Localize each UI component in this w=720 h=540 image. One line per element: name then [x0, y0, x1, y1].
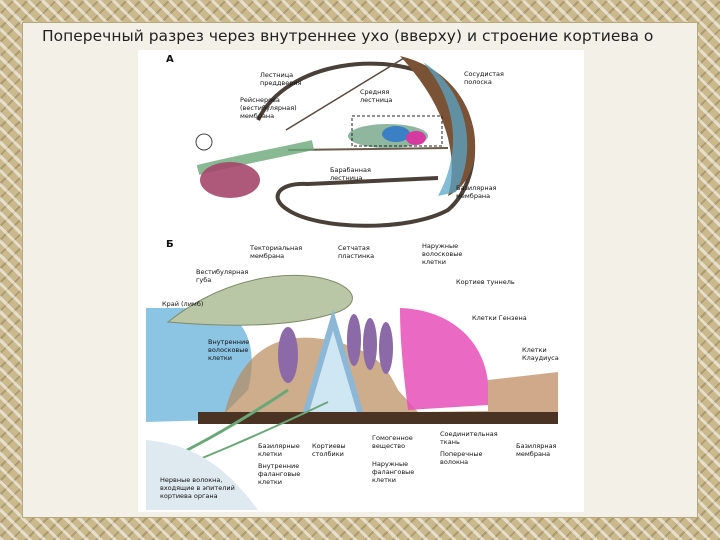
label-reticular-2: пластинка: [338, 252, 374, 260]
label-inner-hair-2: волосковые: [208, 346, 248, 354]
label-outer-hair-2: волосковые: [422, 250, 462, 258]
label-scala-vestibuli: Лестница: [260, 71, 293, 79]
label-outer-phalangeal-3: клетки: [372, 476, 396, 484]
outer-hair-cell-2: [363, 318, 377, 370]
label-pillars: Кортиевы: [312, 442, 346, 450]
label-stria: Сосудистая: [464, 70, 504, 78]
label-homogeneous: Гомогенное: [372, 434, 413, 442]
label-stria-2: полоска: [464, 78, 492, 86]
label-claudius-2: Клаудиуса: [522, 354, 559, 362]
label-homogeneous-2: вещество: [372, 442, 405, 450]
label-tectorial: Текториальная: [249, 244, 302, 252]
outer-hair-cell-3: [379, 322, 393, 374]
label-inner-phalangeal-2: фаланговые: [258, 470, 300, 478]
label-outer-phalangeal-2: фаланговые: [372, 468, 414, 476]
label-outer-hair: Наружные: [422, 242, 458, 250]
label-basilar-b: Базилярная: [516, 442, 557, 450]
label-reissner-3: мембрана: [240, 112, 274, 120]
bone-mark: [196, 134, 212, 150]
label-basal-cells: Базилярные: [258, 442, 300, 450]
label-scala-media-2: лестница: [360, 96, 392, 104]
label-reissner: Рейснерова: [240, 96, 280, 104]
hensen-small: [406, 131, 426, 145]
label-nerve-3: кортиева органа: [160, 492, 218, 500]
label-inner-phalangeal-3: клетки: [258, 478, 282, 486]
hair-cells-small: [382, 126, 410, 142]
label-transverse-2: волокна: [440, 458, 468, 466]
spiral-ganglion: [200, 162, 260, 198]
inner-hair-cell: [278, 327, 298, 383]
label-inner-hair: Внутренние: [208, 338, 249, 346]
label-claudius: Клетки: [522, 346, 547, 354]
label-inner-phalangeal: Внутренние: [258, 462, 299, 470]
panel-b-letter: Б: [166, 239, 174, 250]
panel-a-letter: А: [166, 54, 174, 65]
outer-hair-cell-1: [347, 314, 361, 366]
label-basilar-b-2: мембрана: [516, 450, 550, 458]
label-scala-media: Средняя: [360, 88, 389, 96]
label-pillars-2: столбики: [312, 450, 344, 458]
hensen-cells: [400, 308, 489, 410]
inner-ear-diagram: А Лестница преддверия Рейснерова (вестиб…: [138, 50, 584, 512]
label-tectorial-2: мембрана: [250, 252, 284, 260]
label-nerve: Нервные волокна,: [160, 476, 222, 484]
label-tuft-2: губа: [196, 276, 211, 284]
label-reissner-2: (вестибулярная): [240, 104, 297, 112]
label-tunnel: Кортиев туннель: [456, 278, 515, 286]
label-basilar-a-2: мембрана: [456, 192, 490, 200]
label-transverse: Поперечные: [440, 450, 482, 458]
label-scala-vestibuli-2: преддверия: [260, 79, 302, 87]
label-connective: Соединительная: [440, 430, 498, 438]
label-tuft: Вестибулярная: [196, 268, 248, 276]
label-limbus: Край (лимб): [162, 300, 203, 308]
slide-title: Поперечный разрез через внутреннее ухо (…: [42, 26, 682, 46]
inner-ear-figure: А Лестница преддверия Рейснерова (вестиб…: [138, 50, 584, 512]
label-basal-cells-2: клетки: [258, 450, 282, 458]
label-scala-tympani: Барабанная: [330, 166, 371, 174]
label-outer-phalangeal: Наружные: [372, 460, 408, 468]
label-reticular: Сетчатая: [338, 244, 370, 252]
claudius-cells: [488, 372, 558, 412]
label-outer-hair-3: клетки: [422, 258, 446, 266]
label-scala-tympani-2: лестница: [330, 174, 362, 182]
label-inner-hair-3: клетки: [208, 354, 232, 362]
label-basilar-a: Базилярная: [456, 184, 497, 192]
label-nerve-2: входящие в эпителий: [160, 484, 235, 492]
label-hensen: Клетки Гензена: [472, 314, 527, 322]
label-connective-2: ткань: [440, 438, 460, 446]
